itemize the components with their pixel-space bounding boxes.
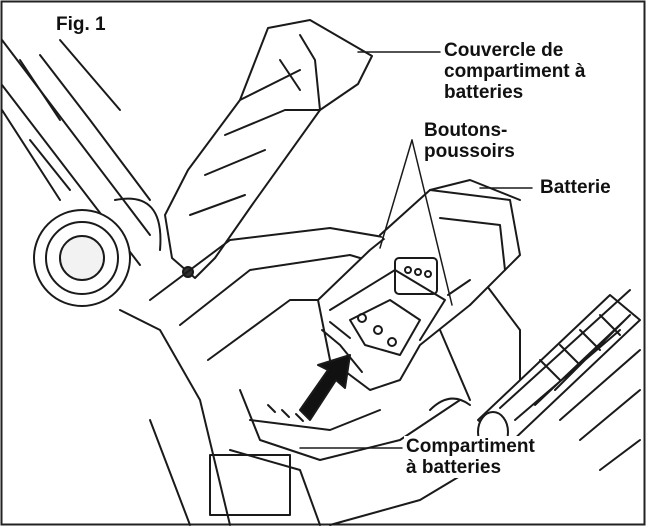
compartment-callout-line: Compartiment <box>406 436 535 457</box>
buttons-leader-1 <box>379 139 413 249</box>
cover-callout-line: compartiment à <box>444 61 586 82</box>
battery-callout: Batterie <box>538 177 613 198</box>
wheel <box>33 197 162 307</box>
buttons-leader-2 <box>411 139 453 306</box>
compartment-callout-line: à batteries <box>406 457 502 478</box>
battery-callout-line: Batterie <box>540 177 611 198</box>
compartment-callout: Compartiment à batteries <box>404 436 537 478</box>
figure-number: Fig. 1 <box>56 14 106 35</box>
cover-callout: Couvercle de compartiment à batteries <box>442 40 587 103</box>
compartment-cover <box>164 19 373 279</box>
cover-callout-line: Couvercle de <box>444 40 564 61</box>
cover-callout-line: batteries <box>444 82 524 103</box>
battery <box>317 179 521 391</box>
insertion-arrow <box>299 354 351 421</box>
leader-lines <box>299 51 533 449</box>
buttons-callout: Boutons- poussoirs <box>422 120 517 162</box>
buttons-callout-line: Boutons- <box>424 120 508 141</box>
buttons-callout-line: poussoirs <box>424 141 515 162</box>
